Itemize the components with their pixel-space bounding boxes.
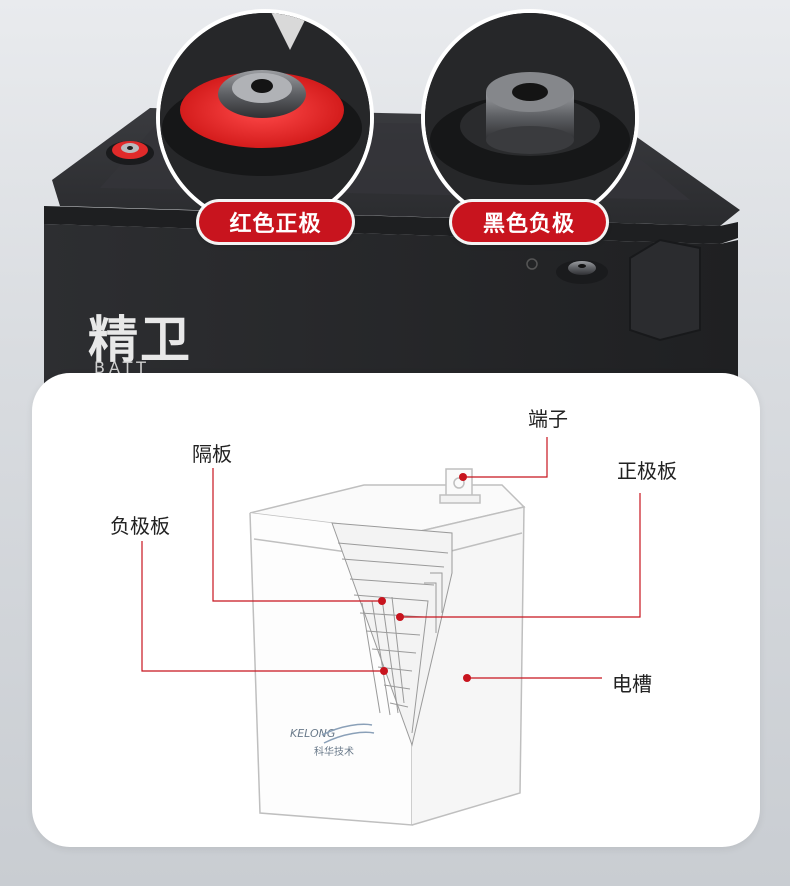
- leader-lines: [141, 437, 641, 679]
- label-positive-plate: 正极板: [617, 459, 677, 483]
- label-terminal: 端子: [528, 407, 568, 431]
- positive-terminal-badge: 红色正极: [199, 202, 352, 242]
- label-negative-plate: 负极板: [110, 514, 170, 538]
- brand-logo-subtext: BATT: [94, 358, 150, 377]
- case-logo-subtext: 科华技术: [314, 745, 354, 758]
- brand-logo-text: 精卫: [88, 311, 192, 369]
- case-logo-text: KELONG: [290, 727, 335, 740]
- battery-structure-card: KELONG 科华技术 端子 隔板 正极板 负极板 电槽: [32, 373, 760, 847]
- label-container: 电槽: [612, 672, 652, 696]
- leader-dots: [378, 473, 471, 682]
- battery-hero-image: 红色正极 黑色负极 精卫 BATT: [0, 0, 790, 420]
- negative-terminal-badge: 黑色负极: [452, 202, 606, 242]
- label-separator: 隔板: [192, 442, 232, 466]
- battery-cutaway-diagram: KELONG 科华技术: [141, 437, 641, 826]
